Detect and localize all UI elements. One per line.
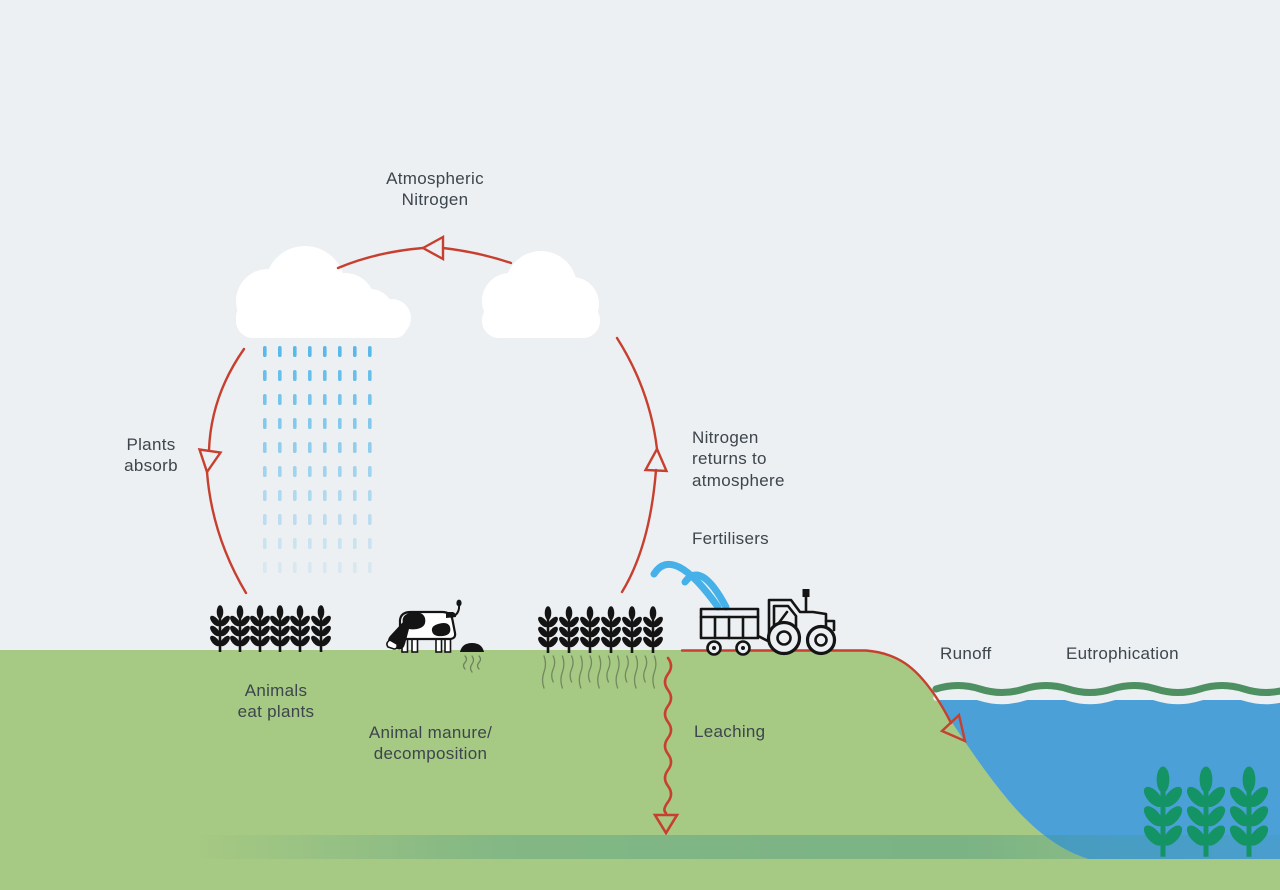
cow-grazing-icon	[386, 599, 462, 653]
plant-roots-icon	[462, 655, 657, 689]
water-surface-highlight	[933, 691, 1280, 705]
manure-pile-icon	[460, 643, 484, 652]
arrowhead-up-icon	[643, 446, 669, 473]
arrowhead-down-icon	[197, 448, 223, 475]
cloud-with-rain-icon	[236, 246, 411, 338]
leaching-arrow	[652, 656, 680, 836]
label-runoff: Runoff	[940, 644, 992, 663]
runoff-arrow	[680, 649, 967, 744]
label-atmospheric-nitrogen: Atmospheric Nitrogen	[386, 169, 484, 210]
cycle-arc-right	[615, 336, 659, 451]
algae-wave-icon	[932, 682, 1280, 696]
cycle-arc-left	[207, 347, 246, 452]
soil-bottom-strip	[0, 859, 1280, 890]
tractor-with-trailer-icon	[699, 589, 837, 656]
cycle-arc-top	[441, 246, 513, 265]
label-fertilisers: Fertilisers	[692, 529, 769, 548]
label-plants-absorb: Plants absorb	[124, 435, 178, 476]
label-leaching: Leaching	[694, 722, 766, 741]
cycle-arc-right-lower	[620, 468, 658, 594]
wheat-plants-icon	[207, 603, 334, 654]
cycle-arc-left-lower	[205, 470, 248, 595]
cloud-icon	[482, 251, 600, 338]
cycle-arc-top-left	[336, 246, 425, 270]
label-animals-eat-plants: Animals eat plants	[237, 681, 315, 722]
groundwater-band	[195, 835, 1280, 859]
arrowhead-leaching-icon	[652, 813, 680, 836]
arrowhead-left-icon	[420, 234, 445, 262]
wheat-plants-with-roots-icon	[535, 604, 666, 655]
arrowhead-runoff-icon	[939, 712, 967, 744]
fertiliser-spray-icon	[650, 560, 730, 611]
label-eutrophication: Eutrophication	[1066, 644, 1179, 663]
label-animal-manure: Animal manure/ decomposition	[368, 723, 493, 764]
land	[0, 650, 1092, 890]
rain-icon	[263, 346, 372, 573]
label-nitrogen-returns: Nitrogen returns to atmosphere	[692, 428, 785, 490]
